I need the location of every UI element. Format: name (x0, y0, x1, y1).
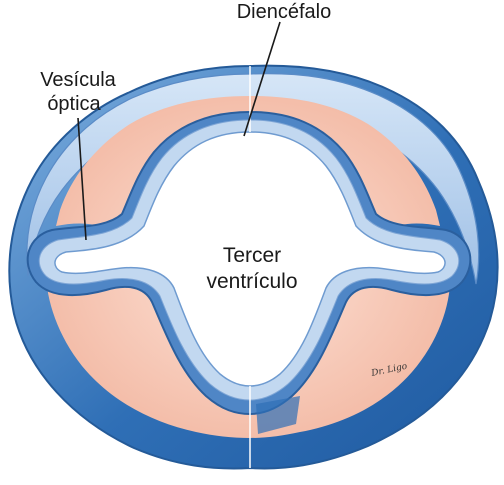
third-ventricle-label-line2: ventrículo (206, 270, 297, 293)
optic-vesicle-leader-line (77, 117, 87, 241)
third-ventricle-label-line1: Tercer (223, 244, 281, 267)
optic-vesicle-label-line1: Vesícula (40, 69, 116, 91)
diencephalon-leader-line (243, 21, 281, 137)
ventral-wall-shading (256, 396, 300, 434)
diencephalon-label: Diencéfalo (237, 1, 332, 23)
optic-vesicle-label-line2: óptica (47, 93, 101, 115)
